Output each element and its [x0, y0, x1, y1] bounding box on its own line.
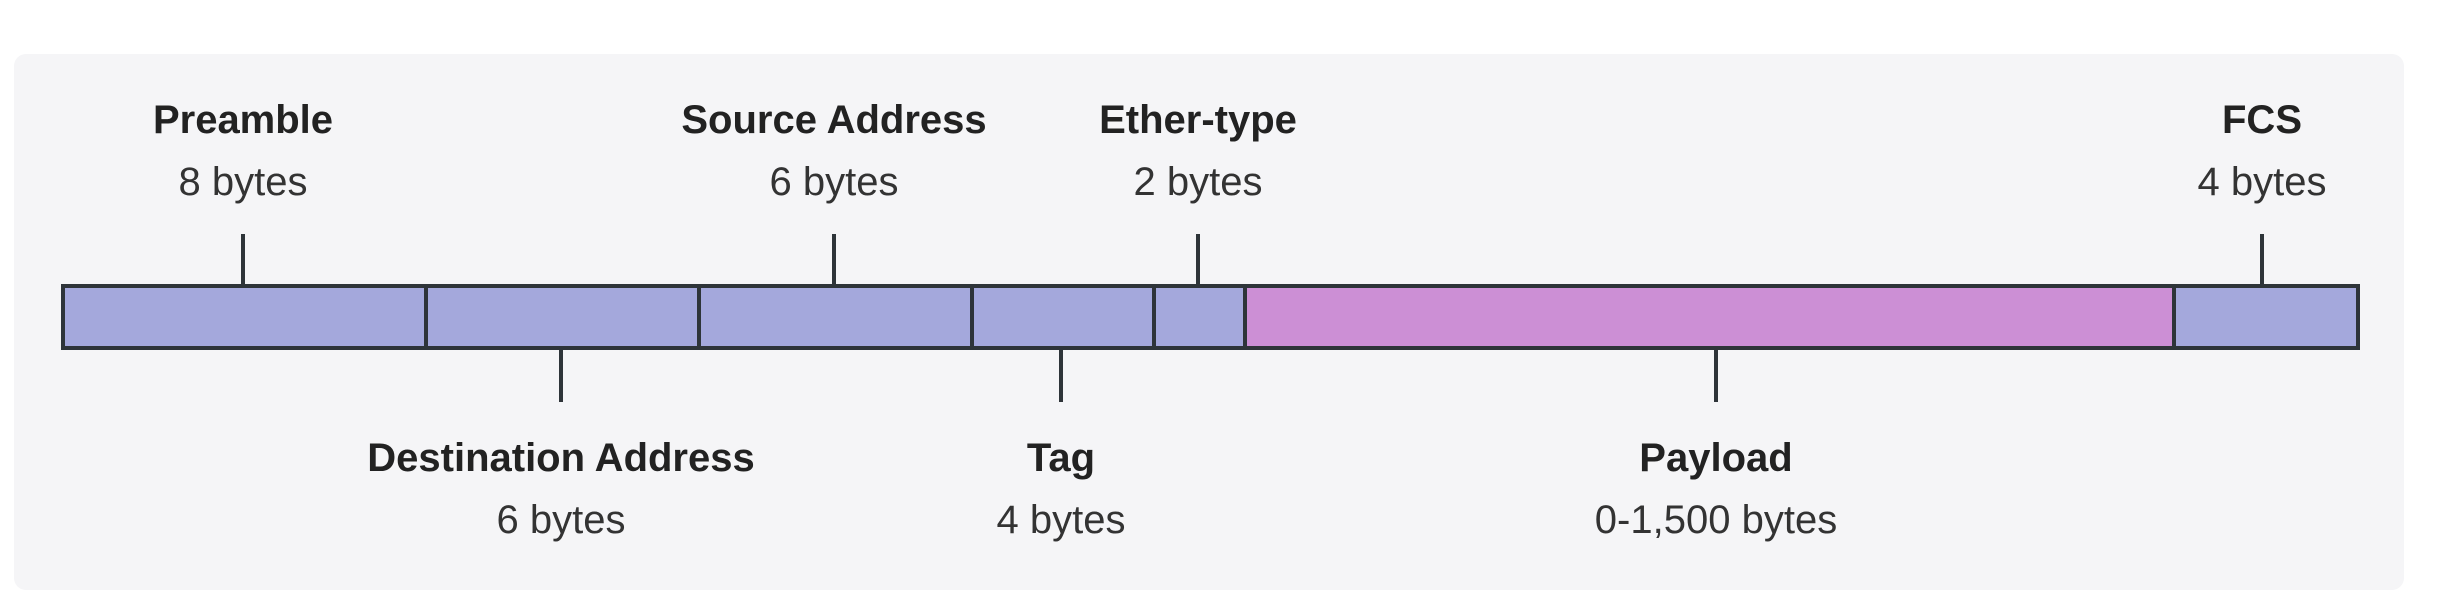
field-size: 2 bytes — [1133, 160, 1263, 204]
tick-destination-address — [559, 350, 563, 402]
field-name: Tag — [1026, 436, 1096, 480]
label-source-address: Source Address 6 bytes — [681, 96, 986, 206]
field-name: Source Address — [681, 98, 987, 142]
label-ether-type: Ether-type 2 bytes — [1099, 96, 1297, 206]
label-tag: Tag 4 bytes — [997, 434, 1126, 544]
segment-preamble — [65, 288, 428, 346]
field-name: Preamble — [152, 98, 334, 142]
tick-source-address — [832, 234, 836, 286]
field-name: Ether-type — [1099, 98, 1297, 142]
segment-source-address — [701, 288, 974, 346]
field-size: 4 bytes — [2197, 160, 2327, 204]
tick-tag — [1059, 350, 1063, 402]
field-size: 6 bytes — [769, 160, 899, 204]
ethernet-frame-bar — [61, 284, 2360, 350]
field-name: Payload — [1639, 436, 1793, 480]
tick-ether-type — [1196, 234, 1200, 286]
segment-tag — [974, 288, 1156, 346]
label-fcs: FCS 4 bytes — [2198, 96, 2327, 206]
segment-destination-address — [428, 288, 701, 346]
label-destination-address: Destination Address 6 bytes — [367, 434, 754, 544]
field-size: 8 bytes — [178, 160, 308, 204]
segment-fcs — [2176, 288, 2356, 346]
field-size: 0-1,500 bytes — [1594, 498, 1838, 542]
segment-payload — [1247, 288, 2176, 346]
tick-preamble — [241, 234, 245, 286]
field-size: 6 bytes — [496, 498, 626, 542]
field-name: Destination Address — [367, 436, 755, 480]
label-preamble: Preamble 8 bytes — [153, 96, 333, 206]
tick-payload — [1714, 350, 1718, 402]
label-payload: Payload 0-1,500 bytes — [1595, 434, 1837, 544]
field-name: FCS — [2222, 98, 2302, 142]
segment-ether-type — [1156, 288, 1247, 346]
field-size: 4 bytes — [996, 498, 1126, 542]
tick-fcs — [2260, 234, 2264, 286]
